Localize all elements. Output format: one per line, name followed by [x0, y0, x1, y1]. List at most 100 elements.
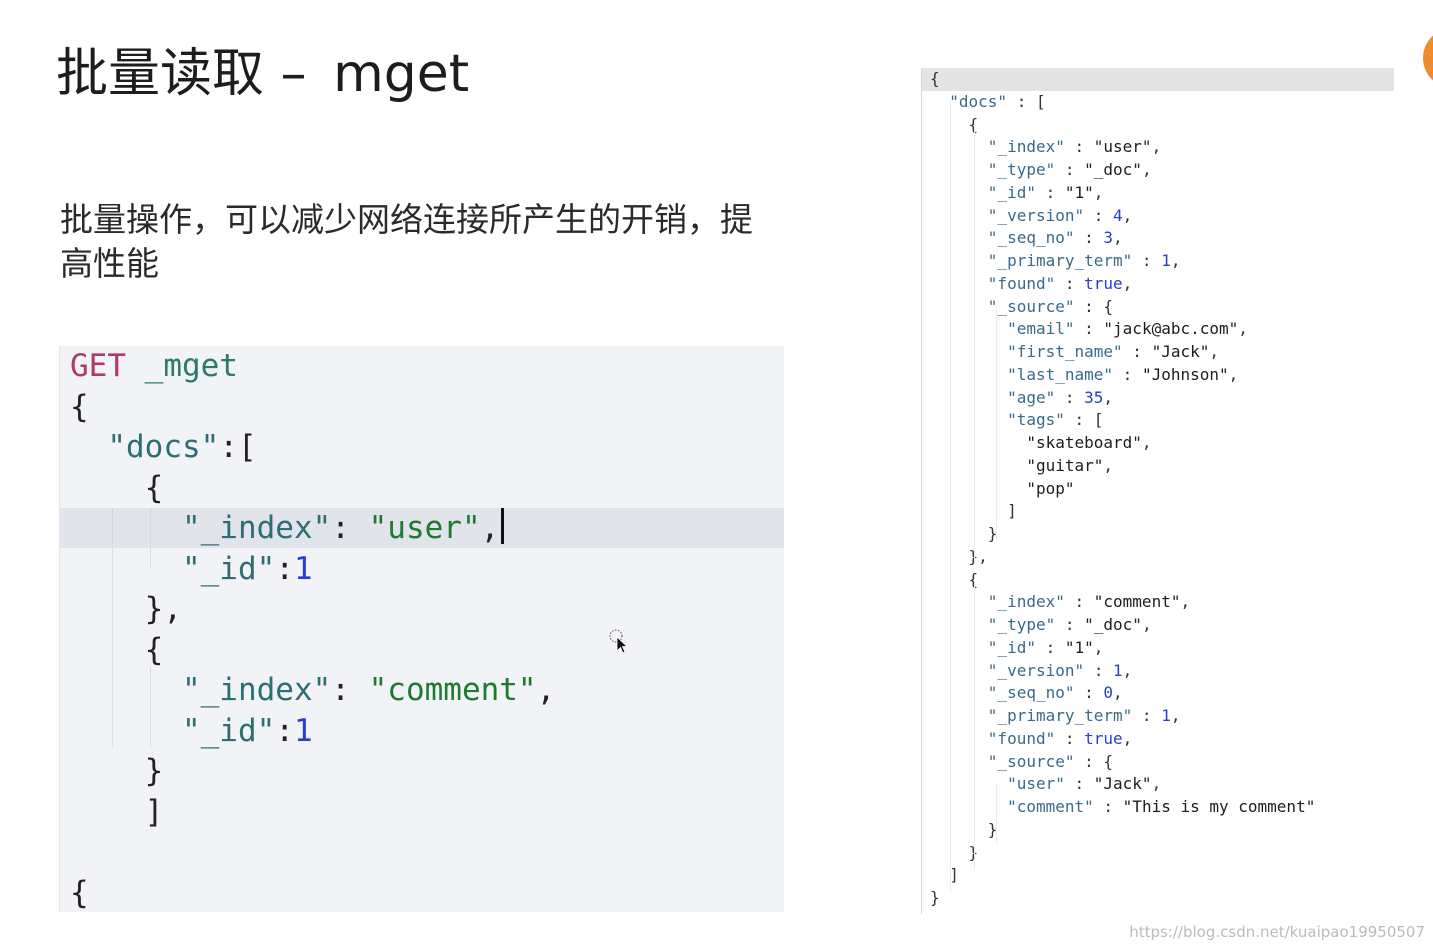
response-token: : — [1055, 387, 1085, 407]
response-token: "_doc" — [1084, 160, 1142, 179]
request-line[interactable] — [60, 832, 784, 872]
response-token: ] — [930, 865, 959, 885]
response-line: "_primary_term" : 1, — [922, 250, 1394, 273]
response-token — [930, 661, 988, 680]
request-line[interactable]: "_id":1 — [60, 711, 784, 751]
response-token — [930, 752, 988, 771]
request-line[interactable]: { — [60, 630, 784, 670]
request-token: "_id" — [181, 550, 276, 587]
response-token: : — [1113, 364, 1142, 384]
slide-title-en: mget — [333, 44, 470, 104]
response-line: "found" : true, — [922, 273, 1394, 296]
response-line: "guitar", — [922, 455, 1394, 478]
response-token: "_version" — [987, 660, 1085, 680]
response-token — [930, 683, 988, 702]
response-line: "last_name" : "Johnson", — [922, 364, 1394, 387]
indent-guide — [974, 124, 975, 564]
response-token: "pop" — [1026, 478, 1075, 498]
request-token: :[ — [219, 429, 257, 465]
request-token: { — [70, 469, 164, 506]
response-token: 1 — [1161, 251, 1171, 270]
response-line: { — [922, 569, 1394, 592]
response-token: , — [1103, 455, 1114, 475]
response-token: "_source" — [987, 296, 1075, 316]
response-token — [930, 706, 988, 725]
response-line: "skateboard", — [922, 432, 1394, 455]
response-token: "first_name" — [1007, 342, 1123, 361]
response-token: : — [1074, 228, 1104, 248]
response-token: : — [1093, 797, 1123, 816]
response-token — [930, 228, 988, 247]
response-token: "age" — [1007, 387, 1056, 407]
response-token: : [ — [1064, 410, 1104, 430]
response-line: "_source" : { — [922, 751, 1394, 774]
response-token: , — [1180, 592, 1191, 612]
request-line[interactable]: { — [60, 387, 784, 427]
response-token — [930, 251, 988, 270]
response-token: "_type" — [987, 160, 1056, 179]
request-path: _mget — [144, 348, 238, 384]
response-token: 4 — [1113, 205, 1123, 225]
watermark: https://blog.csdn.net/kuaipao19950507 — [1129, 923, 1425, 941]
request-line[interactable]: "_index": "comment", — [60, 670, 784, 710]
response-line: "_index" : "comment", — [922, 591, 1394, 614]
request-line[interactable]: "docs":[ — [60, 427, 784, 467]
indent-guide — [950, 102, 951, 892]
response-line: ] — [922, 864, 1394, 887]
request-token — [70, 713, 182, 749]
response-token: "docs" — [949, 91, 1008, 111]
response-token: , — [1228, 364, 1239, 384]
request-token — [70, 551, 182, 587]
response-token: "_source" — [987, 751, 1075, 771]
mouse-pointer-icon — [609, 629, 629, 654]
response-token: , — [1170, 251, 1181, 270]
response-line: ] — [922, 500, 1394, 523]
response-token: : — [1122, 342, 1152, 361]
response-token: , — [1122, 273, 1133, 293]
response-token: , — [1151, 774, 1162, 794]
response-token: "1" — [1064, 182, 1094, 202]
response-line: } — [922, 819, 1394, 842]
response-token: : — [1035, 182, 1065, 202]
response-token: "skateboard" — [1026, 433, 1142, 452]
response-line: "user" : "Jack", — [922, 773, 1394, 796]
response-token: { — [930, 569, 979, 589]
response-token: : — [1064, 137, 1094, 157]
request-line[interactable]: { — [60, 873, 784, 913]
slide-title: 批量读取 – mget — [56, 38, 469, 110]
response-panel[interactable]: { "docs" : [ { "_index" : "user", "_type… — [921, 68, 1394, 914]
response-token: : — [1055, 728, 1085, 748]
response-line: "docs" : [ — [922, 91, 1394, 114]
indent-guide — [150, 508, 151, 568]
response-token: , — [1122, 205, 1133, 225]
response-token: "_index" — [987, 592, 1065, 612]
request-token — [70, 672, 182, 708]
indent-guide — [996, 784, 997, 844]
request-token: "_id" — [181, 712, 276, 749]
response-token: "_version" — [987, 205, 1085, 225]
request-editor[interactable]: GET _mget { "docs":[ { "_index": "user",… — [59, 346, 784, 912]
text-cursor — [501, 508, 505, 544]
request-line-method[interactable]: GET _mget — [70, 346, 784, 386]
response-line: "pop" — [922, 478, 1394, 501]
response-token: "This is my comment" — [1122, 797, 1316, 816]
request-line[interactable]: "_id":1 — [60, 549, 784, 589]
request-token: : — [331, 672, 369, 708]
request-token: } — [70, 753, 164, 789]
response-token — [930, 615, 988, 634]
response-token: "found" — [987, 273, 1056, 293]
response-line: "_version" : 1, — [922, 660, 1394, 683]
request-token: }, — [70, 591, 182, 627]
response-token: 1 — [1161, 706, 1171, 725]
response-token: : — [1064, 592, 1094, 612]
request-line[interactable]: }, — [60, 589, 784, 629]
request-line[interactable]: } — [60, 751, 784, 791]
request-line[interactable]: { — [60, 468, 784, 508]
request-token: "docs" — [107, 429, 220, 465]
request-token: { — [70, 874, 89, 911]
response-line: "_source" : { — [922, 296, 1394, 319]
request-line[interactable]: "_index": "user", — [60, 508, 784, 548]
response-line: { — [922, 68, 1394, 91]
request-line[interactable]: ] — [60, 792, 784, 832]
response-token: true — [1084, 728, 1123, 748]
